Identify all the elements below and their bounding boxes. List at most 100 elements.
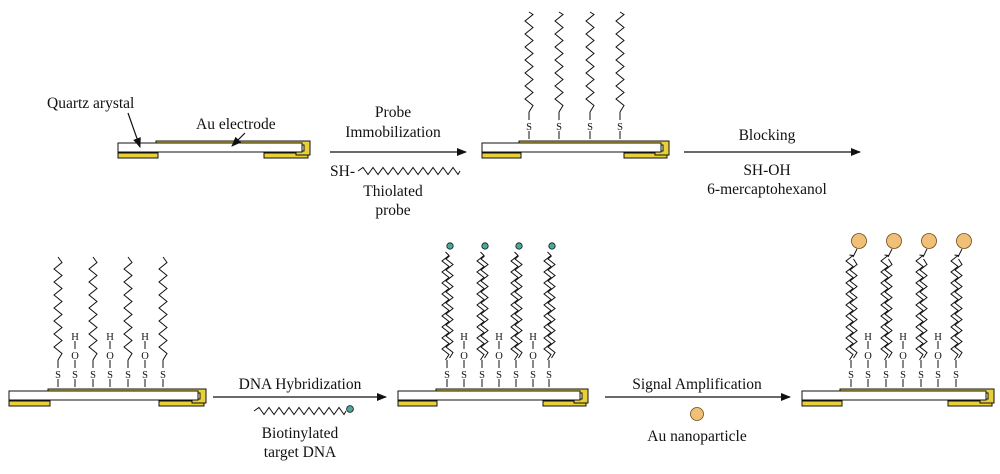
thiolated-probe-wave <box>357 166 461 176</box>
hybridized-duplex: S <box>950 233 972 387</box>
hydrogen-atom-label: H <box>71 332 79 343</box>
mercaptohexanol-spacer: SOH <box>71 332 79 387</box>
probe-strand: S <box>53 256 63 387</box>
dna-probe-strand <box>615 11 625 113</box>
oxygen-atom-label: O <box>495 351 503 362</box>
dna-probe-strand <box>158 256 168 361</box>
target-dna-wave <box>253 406 347 416</box>
mercaptohexanol-spacer: SOH <box>106 332 114 387</box>
quartz-crystal-plate <box>801 390 987 401</box>
sulfur-atom-label: S <box>496 370 502 381</box>
oxygen-atom-label: O <box>460 351 468 362</box>
dna-strand-path <box>357 166 461 176</box>
quartz-crystal-plate <box>117 142 303 153</box>
step1-label-line1: Probe <box>375 104 411 121</box>
step1-label-line2: Immobilization <box>345 124 441 141</box>
sulfur-atom-label: S <box>160 370 166 381</box>
sh-prefix-label: SH- <box>330 163 355 180</box>
au-electrode-label: Au electrode <box>196 116 276 133</box>
dna-target-strand <box>445 255 454 359</box>
hydrogen-atom-label: H <box>864 332 872 343</box>
sulfur-atom-label: S <box>142 370 148 381</box>
oxygen-atom-label: O <box>934 351 942 362</box>
biotin-label <box>481 242 489 250</box>
biotin-label <box>515 242 523 250</box>
quartz-crystal-label: Quartz arystal <box>47 95 134 112</box>
oxygen-atom-label: O <box>864 351 872 362</box>
mercaptohexanol-spacer: SOH <box>864 332 872 387</box>
nanoparticle-tether <box>852 248 858 258</box>
dna-target-strand <box>514 255 523 359</box>
hydrogen-atom-label: H <box>460 332 468 343</box>
sulfur-atom-label: S <box>55 370 61 381</box>
gold-nanoparticle <box>851 233 867 249</box>
stage-bare-electrode: Quartz arystal Au electrode <box>47 95 311 159</box>
step2-reagent-line1: SH-OH <box>743 162 790 179</box>
electrode-amplified <box>801 388 995 407</box>
quartz-crystal-plate <box>397 390 581 401</box>
hybridized-duplex: S <box>880 233 902 387</box>
dna-probe-strand <box>950 254 960 361</box>
probe-strand: S <box>158 256 168 387</box>
gold-electrode-bottom-left <box>481 152 522 159</box>
sulfur-atom-label: S <box>107 370 113 381</box>
dna-probe-strand <box>845 254 855 361</box>
oxygen-atom-label: O <box>106 351 114 362</box>
hydrogen-atom-label: H <box>934 332 942 343</box>
sulfur-atom-label: S <box>513 370 519 381</box>
sulfur-atom-label: S <box>530 370 536 381</box>
oxygen-atom-label: O <box>899 351 907 362</box>
step3-label: DNA Hybridization <box>239 376 362 393</box>
step-probe-immobilization: Probe Immobilization SH- Thiolated probe <box>330 104 467 219</box>
sulfur-atom-label: S <box>617 122 623 133</box>
hybridized-duplex: S <box>510 242 523 387</box>
probe-strand: S <box>554 11 564 139</box>
stage-amplified: S S S S SOH SOH SOH <box>801 233 995 407</box>
gold-nanoparticle <box>921 233 937 249</box>
hydrogen-atom-label: H <box>141 332 149 343</box>
stage-hybridized: S S S S SOH SOH SOH <box>397 242 589 407</box>
quartz-pointer-arrow <box>127 112 141 148</box>
dna-target-strand <box>884 258 893 359</box>
sulfur-atom-label: S <box>546 370 552 381</box>
quartz-crystal-plate <box>481 142 662 153</box>
dna-probe-strand <box>524 11 534 113</box>
sulfur-atom-label: S <box>918 370 924 381</box>
sulfur-atom-label: S <box>953 370 959 381</box>
hybridized-duplex: S <box>476 242 489 387</box>
dna-target-strand <box>954 258 963 359</box>
dna-strand-path <box>253 406 347 416</box>
sulfur-atom-label: S <box>125 370 131 381</box>
gold-nanoparticle <box>956 233 972 249</box>
dna-probe-strand <box>510 251 519 361</box>
sulfur-atom-label: S <box>72 370 78 381</box>
nanoparticle-tether <box>887 248 893 258</box>
sulfur-atom-label: S <box>479 370 485 381</box>
target-label-line2: target DNA <box>264 444 337 461</box>
step2-reagent-line2: 6-mercaptohexanol <box>707 181 827 198</box>
probe-strand: S <box>585 11 595 139</box>
mercaptohexanol-spacer: SOH <box>460 332 468 387</box>
dna-probe-strand <box>441 251 450 361</box>
target-biotin-label <box>346 405 354 413</box>
probe-strand: S <box>123 256 133 387</box>
sulfur-atom-label: S <box>900 370 906 381</box>
dna-target-strand <box>547 255 556 359</box>
dna-probe-strand <box>880 254 890 361</box>
sulfur-atom-label: S <box>587 122 593 133</box>
hybridized-duplex: S <box>543 242 556 387</box>
electrode-with-probes <box>481 140 670 159</box>
step-dna-hybridization: DNA Hybridization Biotinylated target DN… <box>213 376 387 461</box>
sulfur-atom-label: S <box>90 370 96 381</box>
gold-electrode-bottom-left <box>117 152 159 159</box>
electrode-bare <box>117 140 311 159</box>
hydrogen-atom-label: H <box>529 332 537 343</box>
sulfur-atom-label: S <box>461 370 467 381</box>
mercaptohexanol-spacer: SOH <box>529 332 537 387</box>
dna-probe-strand <box>915 254 925 361</box>
sulfur-atom-label: S <box>556 122 562 133</box>
step4-label: Signal Amplification <box>632 376 762 393</box>
hydrogen-atom-label: H <box>495 332 503 343</box>
oxygen-atom-label: O <box>71 351 79 362</box>
step2-label: Blocking <box>739 127 796 144</box>
